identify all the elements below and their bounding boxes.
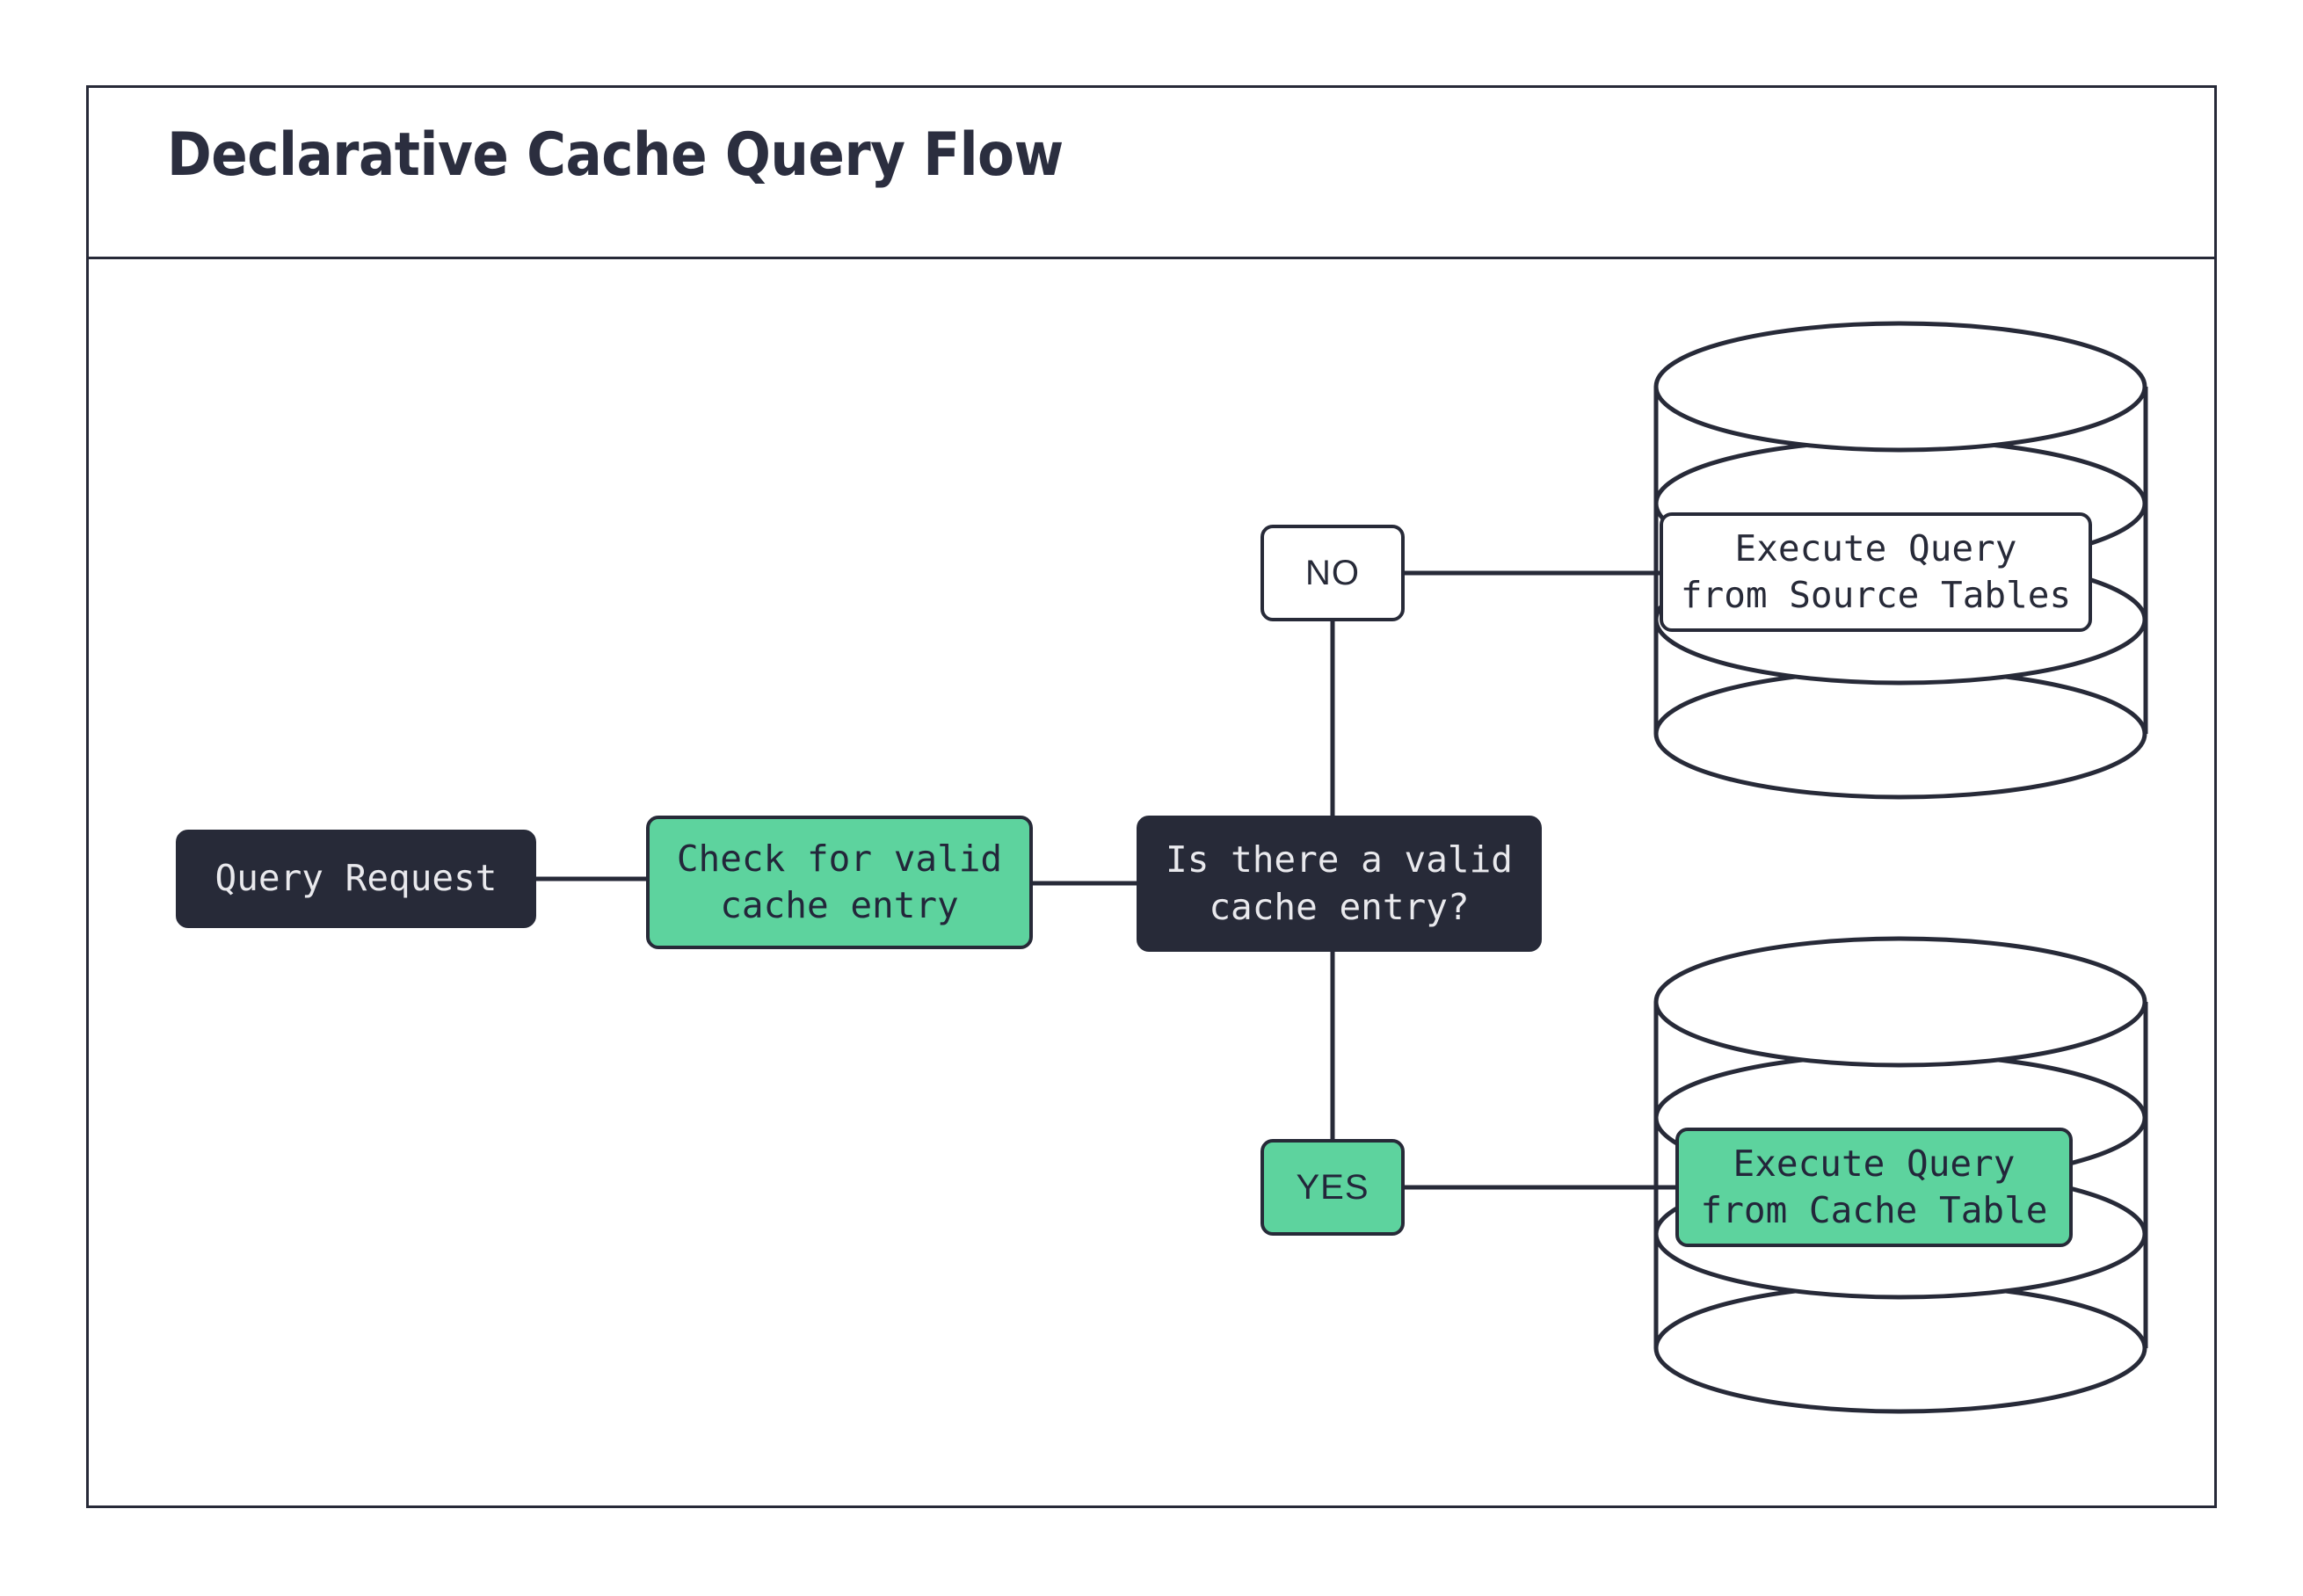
- title-bar: Declarative Cache Query Flow: [86, 85, 2217, 259]
- edge-label-yes[interactable]: YES: [1260, 1139, 1405, 1236]
- edge-label-no[interactable]: NO: [1260, 525, 1405, 621]
- page-title: Declarative Cache Query Flow: [167, 120, 1064, 190]
- node-execute-query-from-source-tables[interactable]: Execute Query from Source Tables: [1660, 512, 2092, 632]
- diagram-frame: [86, 85, 2217, 1508]
- node-query-request[interactable]: Query Request: [176, 830, 536, 928]
- node-check-for-valid-cache-entry[interactable]: Check for valid cache entry: [646, 816, 1033, 949]
- node-execute-query-from-cache-table[interactable]: Execute Query from Cache Table: [1675, 1128, 2073, 1247]
- node-is-there-a-valid-cache-entry[interactable]: Is there a valid cache entry?: [1137, 816, 1542, 952]
